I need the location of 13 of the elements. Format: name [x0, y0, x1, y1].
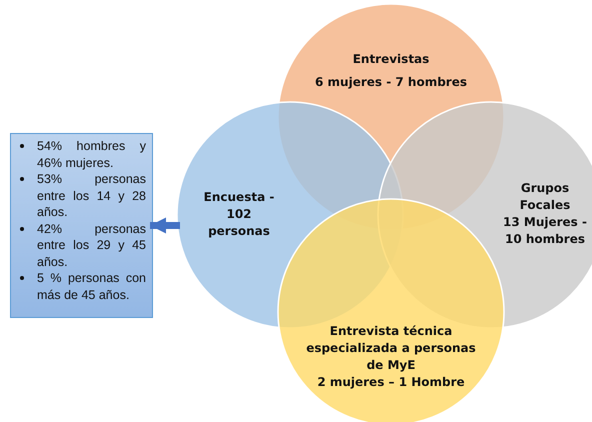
bullet-text: 53% personas entre los 14 y 28 años. [37, 172, 146, 219]
bullet-text: 42% personas entre los 29 y 45 años. [37, 222, 146, 268]
circle-title: Entrevista técnica especializada a personas de MyE [305, 323, 477, 374]
circle-count: 2 mujeres – 1 Hombre [316, 374, 466, 391]
circle-count: 13 Mujeres - 10 hombres [502, 214, 588, 248]
circle-title: Entrevistas [352, 51, 430, 68]
bullet-text: 5 % personas con más de 45 años. [37, 271, 146, 302]
circle-title: Grupos Focales [518, 180, 572, 214]
circle-title: Encuesta - 102 personas [202, 189, 276, 240]
arrow [150, 217, 180, 234]
bullet-text: 54% hombres y 46% mujeres. [37, 139, 146, 170]
circle-count: 6 mujeres - 7 hombres [314, 74, 468, 91]
bullet-list-box [10, 133, 153, 318]
